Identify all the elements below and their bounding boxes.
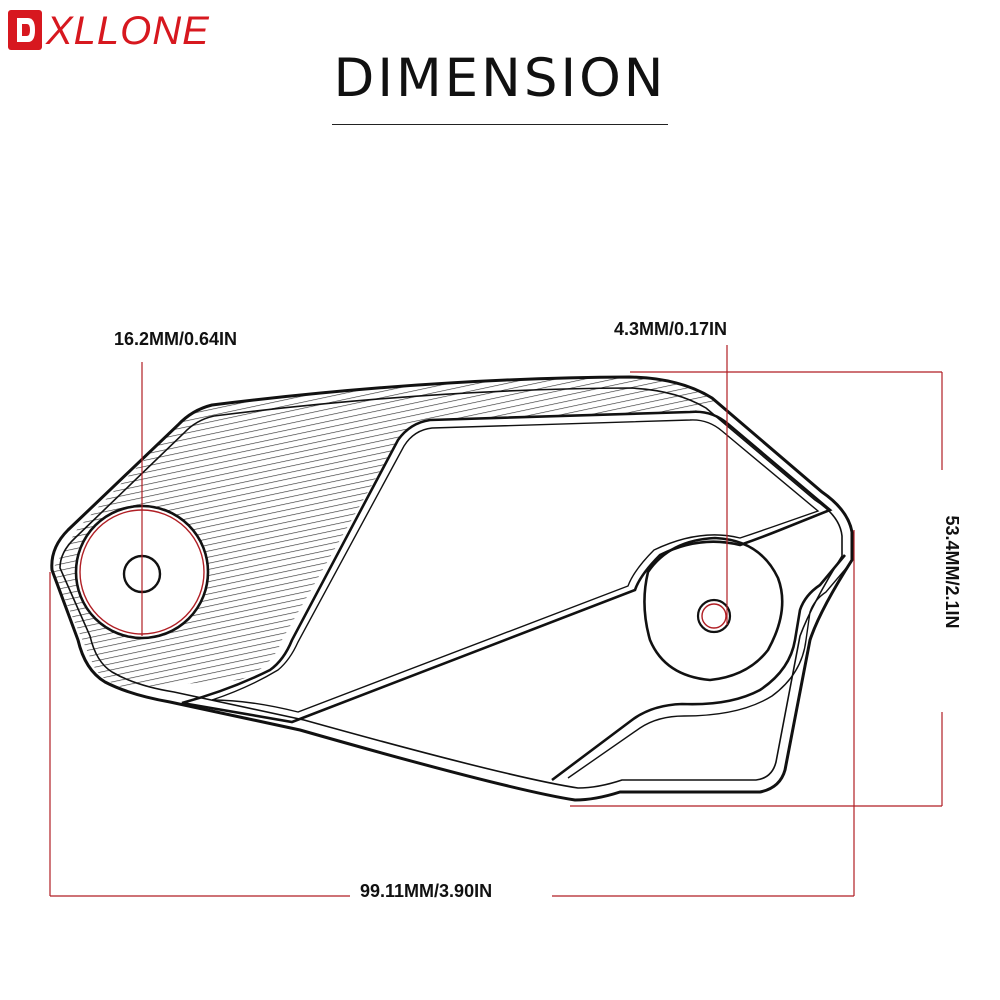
page-title: DIMENSION xyxy=(333,48,667,109)
logo-wordmark: XLLONE xyxy=(45,9,210,53)
small-hole-boss xyxy=(643,536,784,682)
height-label: 53.4MM/2.1IN xyxy=(942,515,962,629)
part-outline xyxy=(50,375,854,802)
title-underline xyxy=(332,124,668,125)
shaded-surface xyxy=(52,377,718,688)
lower-channel xyxy=(551,554,846,782)
lower-channel-inner xyxy=(567,565,849,779)
dimension-lines xyxy=(49,345,943,897)
center-panel-inner xyxy=(211,419,820,713)
small-hole-marker xyxy=(701,603,727,629)
part-inner-border xyxy=(59,387,843,789)
brand-logo: XLLONE xyxy=(8,9,210,53)
small-hole xyxy=(696,598,732,634)
large-hole-diameter-label: 16.2MM/0.64IN xyxy=(114,329,238,349)
center-panel xyxy=(181,410,833,724)
logo-d-inner xyxy=(22,24,30,36)
width-label: 99.11MM/3.90IN xyxy=(360,881,493,901)
small-hole-diameter-label: 4.3MM/0.17IN xyxy=(614,319,728,339)
